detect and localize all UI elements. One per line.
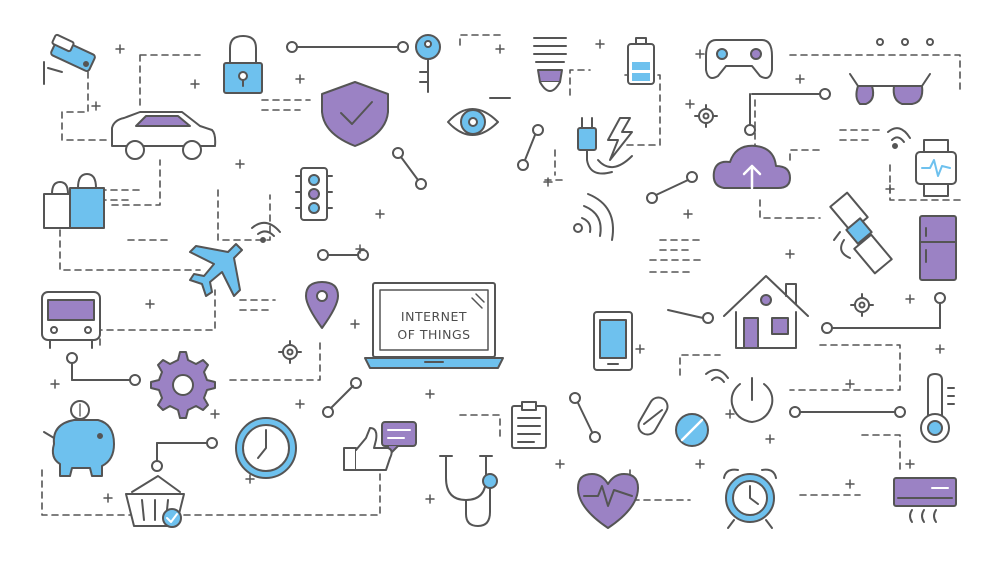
gear-icon — [694, 104, 718, 128]
battery-icon — [627, 37, 655, 85]
padlock-icon — [223, 35, 263, 94]
bus-icon — [41, 291, 101, 349]
house-icon — [723, 275, 809, 349]
plug-icon — [577, 117, 633, 175]
satellite-icon — [829, 191, 893, 275]
thermometer-icon — [920, 373, 955, 443]
wifi-icon — [251, 221, 281, 243]
pills-icon — [637, 396, 709, 447]
piggy-bank-icon — [43, 400, 115, 477]
gear-right-icon — [850, 293, 874, 317]
car-icon — [111, 111, 217, 160]
gear-small-icon — [278, 340, 302, 364]
light-bulb-icon — [533, 37, 567, 92]
air-conditioner-icon — [893, 477, 957, 523]
gear-large-icon — [150, 351, 216, 419]
smartwatch-icon — [915, 139, 957, 197]
smart-glasses-icon — [849, 38, 934, 105]
shopping-bags-icon — [43, 173, 105, 229]
key-icon — [415, 34, 441, 93]
stethoscope-icon — [439, 455, 498, 527]
wifi-small-right-icon — [887, 127, 911, 149]
refrigerator-icon — [919, 215, 957, 281]
shield-icon — [321, 81, 389, 147]
heart-pulse-icon — [577, 473, 639, 529]
eye-icon — [447, 97, 511, 136]
laptop-icon — [364, 282, 504, 369]
sparkle-decorations — [50, 39, 945, 504]
traffic-light-icon — [295, 167, 333, 221]
clock-icon — [235, 417, 297, 479]
airplane-icon — [189, 243, 243, 297]
power-button-icon — [705, 368, 774, 423]
shopping-basket-icon — [125, 475, 185, 528]
laptop-screen-line-1: INTERNET — [401, 309, 467, 324]
cloud-upload-icon — [712, 144, 791, 190]
wifi-large-icon — [573, 193, 614, 241]
gamepad-icon — [705, 39, 773, 79]
tablet-icon — [593, 311, 633, 371]
node-links — [66, 41, 946, 472]
clipboard-icon — [511, 401, 547, 449]
thumbs-up-icon — [343, 421, 417, 471]
alarm-clock-icon — [723, 468, 777, 529]
cctv-camera-icon — [43, 33, 96, 85]
laptop-screen-line-2: OF THINGS — [397, 327, 470, 342]
connector-lines — [41, 34, 961, 516]
location-pin-icon — [305, 281, 339, 329]
